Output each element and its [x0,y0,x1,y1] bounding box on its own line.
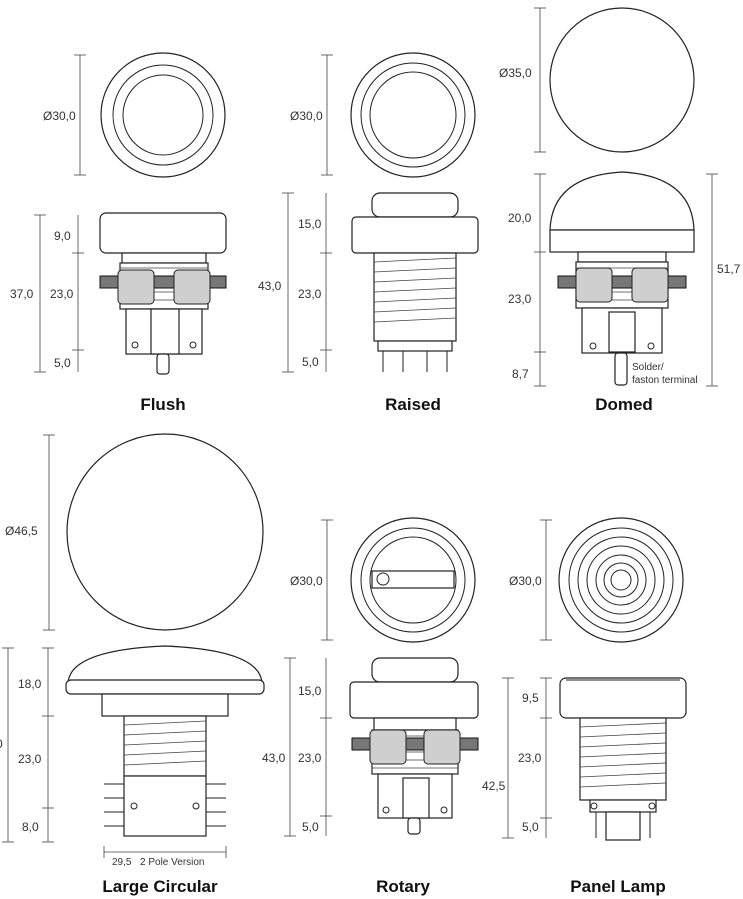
domed-height-dims: 20,0 23,0 8,7 51,7 [508,173,741,387]
flush-total-height-label: 37,0 [10,287,34,301]
domed-terminal-note-line1: Solder/ [632,362,664,373]
domed-terminal-length-label: 8,7 [512,367,529,381]
flush-thread-length-label: 23,0 [50,287,74,301]
large-circular-caption: Large Circular [102,877,218,896]
domed-diameter-label: Ø35,0 [499,66,532,80]
large-circular-width-dim: 29,5 2 Pole Version [103,846,227,868]
rotary-top-view [350,517,476,643]
rotary-side-view [349,657,479,835]
domed-side-view: Solder/ faston terminal [549,171,698,386]
panel-lamp-diameter-dim: Ø30,0 [509,519,552,641]
rotary-variant: Ø30,0 43,0 15,0 23,0 5, [262,517,479,896]
panel-lamp-terminal-length-label: 5,0 [522,820,539,834]
flush-top-view [100,52,226,178]
panel-lamp-side-view [559,677,687,841]
flush-cap-height-label: 9,0 [54,229,71,243]
flush-height-dims: 37,0 9,0 23,0 5,0 [10,214,84,373]
domed-total-height-label: 51,7 [717,262,741,276]
domed-terminal-note-line2: faston terminal [632,375,698,386]
panel-lamp-thread-length-label: 23,0 [518,751,542,765]
domed-variant: Ø35,0 Solder/ faston terminal [499,7,741,414]
large-circular-diameter-dim: Ø46,5 [5,434,55,631]
raised-diameter-label: Ø30,0 [290,109,323,123]
rotary-terminal-length-label: 5,0 [302,820,319,834]
domed-cap-height-label: 20,0 [508,211,532,225]
rotary-thread-length-label: 23,0 [298,751,322,765]
large-circular-total-height-label: 0 [0,737,3,751]
flush-diameter-label: Ø30,0 [43,109,76,123]
large-circular-height-dims: 0 18,0 23,0 8,0 [0,647,54,843]
large-circular-width-label: 29,5 [112,857,132,868]
raised-terminal-length-label: 5,0 [302,355,319,369]
domed-caption: Domed [595,395,653,414]
rotary-diameter-label: Ø30,0 [290,574,323,588]
flush-terminal-length-label: 5,0 [54,356,71,370]
panel-lamp-cap-height-label: 9,5 [522,691,539,705]
raised-total-height-label: 43,0 [258,279,282,293]
flush-side-view [99,212,227,375]
domed-top-view [549,7,695,153]
panel-lamp-total-height-label: 42,5 [482,779,506,793]
large-circular-top-view [66,433,264,631]
panel-lamp-diameter-label: Ø30,0 [509,574,542,588]
large-circular-variant: Ø46,5 [0,433,265,896]
rotary-caption: Rotary [376,877,430,896]
domed-thread-length-label: 23,0 [508,292,532,306]
raised-cap-height-label: 15,0 [298,217,322,231]
raised-thread-length-label: 23,0 [298,287,322,301]
rotary-diameter-dim: Ø30,0 [290,519,333,641]
panel-lamp-variant: Ø30,0 42,5 9,5 23,0 5,0 Pane [482,517,687,896]
large-circular-cap-height-label: 18,0 [18,677,42,691]
panel-lamp-top-view [558,517,684,643]
raised-height-dims: 43,0 15,0 23,0 5,0 [258,192,332,373]
panel-lamp-height-dims: 42,5 9,5 23,0 5,0 [482,677,552,839]
raised-diameter-dim: Ø30,0 [290,54,333,176]
raised-side-view [351,192,479,372]
panel-lamp-caption: Panel Lamp [570,877,665,896]
large-circular-width-note: 2 Pole Version [140,857,205,868]
large-circular-diameter-label: Ø46,5 [5,524,38,538]
large-circular-terminal-length-label: 8,0 [22,820,39,834]
large-circular-thread-length-label: 23,0 [18,752,42,766]
large-circular-side-view [65,645,265,837]
flush-caption: Flush [140,395,185,414]
flush-diameter-dim: Ø30,0 [43,54,86,176]
raised-top-view [350,52,476,178]
flush-variant: Ø30,0 37,0 9,0 23,0 5,0 [10,52,227,414]
rotary-height-dims: 43,0 15,0 23,0 5,0 [262,657,332,837]
raised-caption: Raised [385,395,441,414]
rotary-total-height-label: 43,0 [262,751,286,765]
raised-variant: Ø30,0 43,0 15,0 23,0 5,0 Raised [258,52,479,414]
domed-diameter-dim: Ø35,0 [499,7,546,153]
rotary-cap-height-label: 15,0 [298,684,322,698]
